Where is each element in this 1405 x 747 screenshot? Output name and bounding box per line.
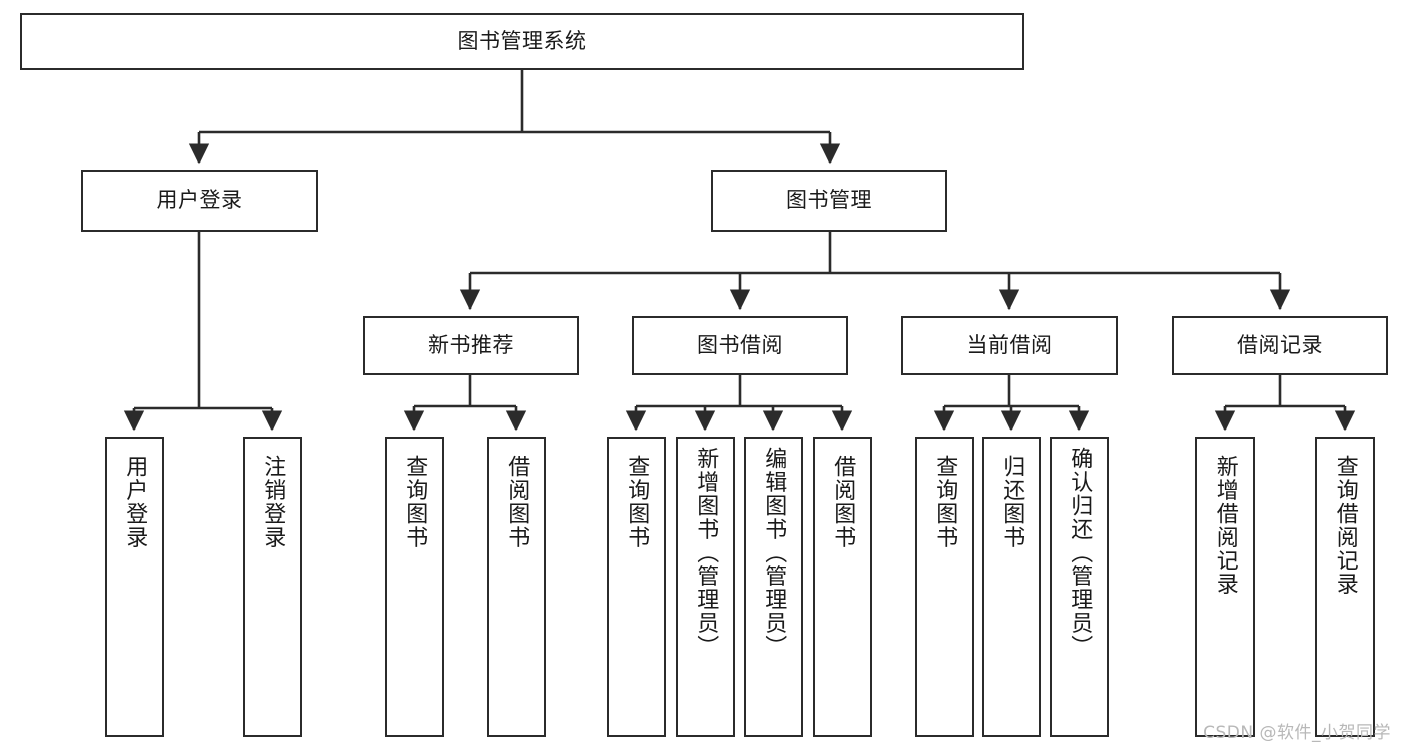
node-borrow-record[interactable]: 借阅记录 [1172, 316, 1388, 375]
node-leaf-query-book-3-label: 查询图书 [932, 455, 958, 549]
node-leaf-borrow-book-2[interactable]: 借阅图书 [813, 437, 872, 737]
node-borrow-record-label: 借阅记录 [1237, 332, 1323, 357]
node-current-borrow-label: 当前借阅 [966, 332, 1053, 357]
node-leaf-edit-book-label: 编辑图书（管理员） [761, 447, 787, 659]
node-leaf-user-logout[interactable]: 注销登录 [243, 437, 302, 737]
node-leaf-confirm-return[interactable]: 确认归还（管理员） [1050, 437, 1109, 737]
node-root-label: 图书管理系统 [457, 28, 587, 53]
node-book-borrow[interactable]: 图书借阅 [632, 316, 848, 375]
node-leaf-query-book-2-label: 查询图书 [624, 455, 650, 549]
node-leaf-add-record[interactable]: 新增借阅记录 [1195, 437, 1255, 737]
node-leaf-user-login-label: 用户登录 [122, 455, 148, 549]
node-leaf-borrow-book-1[interactable]: 借阅图书 [487, 437, 546, 737]
node-leaf-query-book-1-label: 查询图书 [402, 455, 428, 549]
node-leaf-edit-book[interactable]: 编辑图书（管理员） [744, 437, 803, 737]
node-leaf-add-book-label: 新增图书（管理员） [693, 447, 719, 659]
node-leaf-add-book[interactable]: 新增图书（管理员） [676, 437, 735, 737]
node-leaf-return-book[interactable]: 归还图书 [982, 437, 1041, 737]
node-root[interactable]: 图书管理系统 [20, 13, 1024, 70]
node-leaf-query-book-3[interactable]: 查询图书 [915, 437, 974, 737]
node-leaf-user-login[interactable]: 用户登录 [105, 437, 164, 737]
node-leaf-user-logout-label: 注销登录 [260, 455, 286, 549]
node-leaf-return-book-label: 归还图书 [999, 455, 1025, 549]
node-new-book-recommend[interactable]: 新书推荐 [363, 316, 579, 375]
node-user-login-label: 用户登录 [156, 188, 243, 213]
node-current-borrow[interactable]: 当前借阅 [901, 316, 1118, 375]
node-leaf-query-record-label: 查询借阅记录 [1332, 455, 1358, 596]
watermark-text: CSDN @软件_小贺同学 [1203, 723, 1391, 743]
node-leaf-query-book-2[interactable]: 查询图书 [607, 437, 666, 737]
node-leaf-query-record[interactable]: 查询借阅记录 [1315, 437, 1375, 737]
node-leaf-add-record-label: 新增借阅记录 [1212, 455, 1238, 596]
node-new-book-recommend-label: 新书推荐 [428, 332, 514, 357]
node-leaf-confirm-return-label: 确认归还（管理员） [1067, 447, 1093, 659]
node-book-manage-label: 图书管理 [786, 188, 872, 213]
node-leaf-borrow-book-2-label: 借阅图书 [830, 455, 856, 549]
node-book-borrow-label: 图书借阅 [697, 332, 783, 357]
node-leaf-query-book-1[interactable]: 查询图书 [385, 437, 444, 737]
node-book-manage[interactable]: 图书管理 [711, 170, 947, 232]
node-leaf-borrow-book-1-label: 借阅图书 [504, 455, 530, 549]
node-user-login[interactable]: 用户登录 [81, 170, 318, 232]
